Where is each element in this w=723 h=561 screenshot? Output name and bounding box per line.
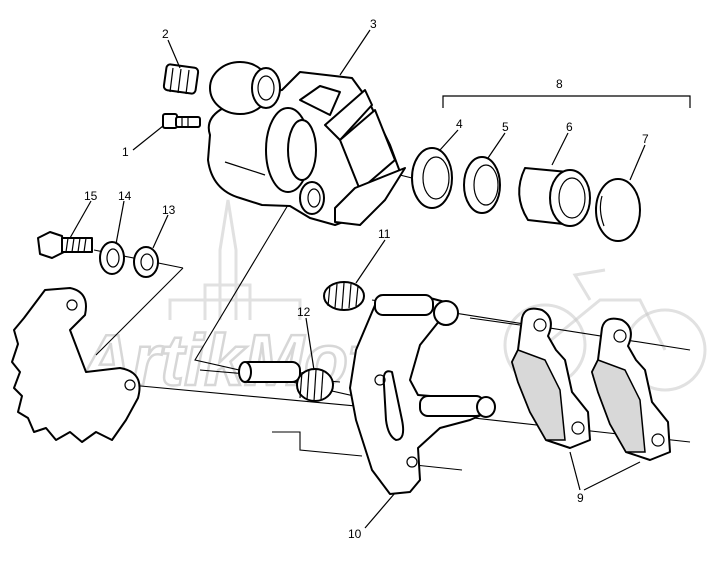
- callout-leaders: [69, 29, 646, 529]
- bleed-screw-cap: [162, 63, 200, 95]
- callout-9: 9: [577, 491, 584, 505]
- mounting-bolt: [37, 231, 93, 259]
- bleed-valve: [162, 113, 201, 129]
- callout-7: 7: [642, 132, 649, 146]
- callout-8-bracket: [442, 95, 691, 108]
- callout-2: 2: [162, 27, 169, 41]
- callout-10: 10: [348, 527, 362, 541]
- brake-pad-inner: [511, 307, 591, 449]
- flat-washer: [133, 246, 159, 278]
- callout-14: 14: [118, 189, 132, 203]
- callout-8: 8: [556, 77, 563, 91]
- callout-6: 6: [566, 120, 573, 134]
- callout-3: 3: [370, 17, 377, 31]
- lock-washer: [99, 241, 125, 275]
- brake-pad-outer: [591, 317, 671, 461]
- slide-pin-boot-upper: [323, 281, 365, 311]
- piston-dust-cap: [595, 178, 641, 242]
- callout-5: 5: [502, 120, 509, 134]
- caliper-body: [207, 61, 406, 226]
- piston: [518, 167, 591, 227]
- callout-12: 12: [297, 305, 311, 319]
- fork-mounting-plate: [11, 287, 141, 443]
- callout-labels: 1 2 3 4 5 6 7 8 9 10 11 12 13 14 15: [84, 17, 649, 541]
- callout-1: 1: [122, 145, 129, 159]
- piston-seal-small: [463, 156, 501, 214]
- callout-11: 11: [378, 227, 391, 241]
- callout-4: 4: [456, 117, 463, 131]
- callout-15: 15: [84, 189, 98, 203]
- caliper-mounting-bracket: [349, 294, 496, 495]
- piston-seal-large: [411, 147, 453, 209]
- slide-pin-boot-lower: [238, 361, 334, 402]
- callout-13: 13: [162, 203, 176, 217]
